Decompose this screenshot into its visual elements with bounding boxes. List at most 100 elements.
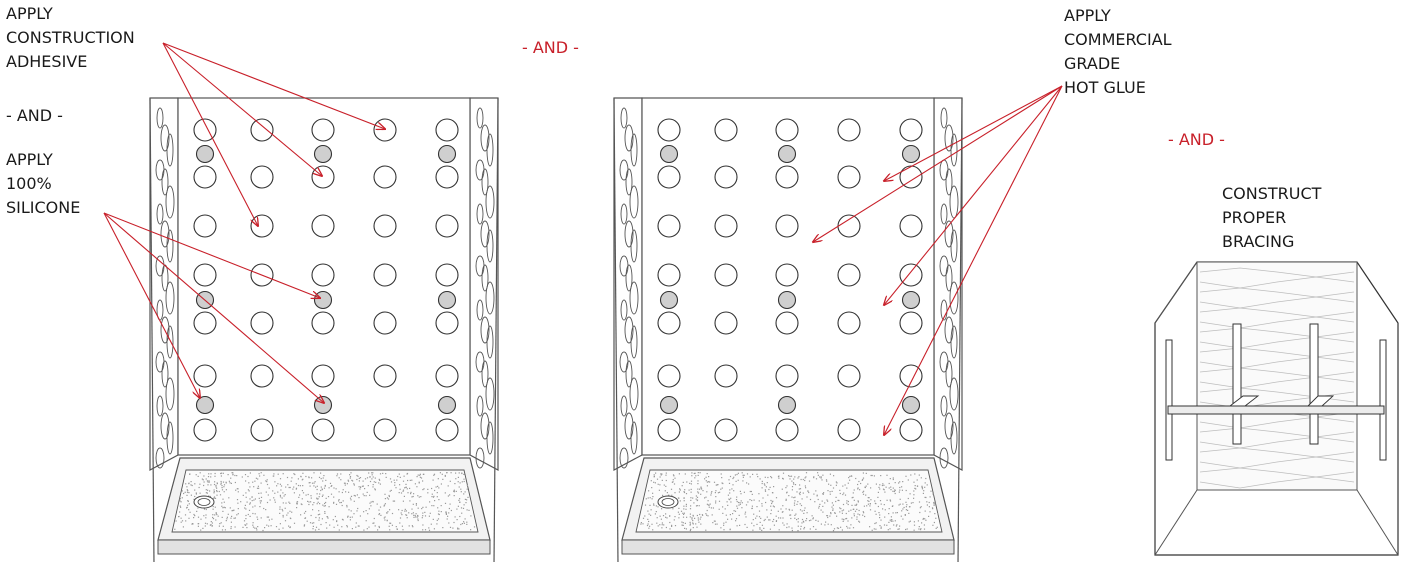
wall-dot	[250, 364, 274, 388]
brace-block	[1306, 395, 1335, 407]
wall-dot	[435, 311, 459, 335]
side-stud	[1379, 339, 1387, 461]
adhesive-dot	[659, 144, 679, 164]
wall-texture-oval	[950, 421, 958, 455]
wall-texture-oval	[624, 316, 634, 344]
wall-texture-oval	[480, 124, 490, 152]
wall-dot	[373, 214, 397, 238]
callout-arrow	[103, 212, 320, 298]
wall-texture-oval	[166, 229, 174, 263]
wall-texture-oval	[166, 325, 174, 359]
wall-dot	[250, 165, 274, 189]
callout-arrow	[162, 42, 322, 176]
wall-texture-oval	[944, 220, 954, 248]
shower-enclosure-adhesive	[149, 97, 499, 562]
wall-dot	[775, 311, 799, 335]
wall-texture-oval	[624, 412, 634, 440]
wall-dot	[311, 311, 335, 335]
wall-texture-oval	[155, 447, 165, 469]
wall-texture-oval	[945, 168, 953, 196]
wall-dot	[311, 418, 335, 442]
label-line: CONSTRUCTION	[6, 28, 135, 47]
adhesive-dot	[437, 290, 457, 310]
wall-texture-oval	[165, 185, 175, 219]
wall-dot	[899, 118, 923, 142]
wall-texture-oval	[486, 325, 494, 359]
adhesive-dot	[659, 290, 679, 310]
wall-dot	[435, 165, 459, 189]
wall-texture-oval	[949, 377, 959, 411]
bracing-label: CONSTRUCT PROPER BRACING	[1222, 182, 1321, 254]
wall-texture-oval	[944, 124, 954, 152]
wall-texture-oval	[161, 360, 169, 388]
left-edge-line	[613, 97, 619, 562]
wall-dot	[657, 214, 681, 238]
label-line: HOT GLUE	[1064, 78, 1146, 97]
wall-dot	[250, 118, 274, 142]
wall-texture-oval	[940, 299, 948, 321]
callout-arrow	[884, 85, 1063, 435]
and-label-center: - AND -	[522, 38, 579, 58]
wall-texture-oval	[485, 281, 495, 315]
wall-dot	[311, 165, 335, 189]
wall-texture-oval	[476, 203, 484, 225]
wall-dot	[837, 263, 861, 287]
drain-inner	[197, 498, 211, 506]
adhesive-dot	[777, 290, 797, 310]
vertical-stud	[1232, 323, 1242, 445]
callout-arrow	[884, 85, 1063, 305]
wall-texture-oval	[475, 447, 485, 469]
and-text: - AND -	[522, 38, 579, 57]
frame-back-wall	[1196, 261, 1358, 491]
wall-texture-oval	[165, 281, 175, 315]
wall-texture-oval	[629, 185, 639, 219]
callout-arrow	[103, 212, 324, 403]
adhesive-dot	[195, 395, 215, 415]
wall-dot	[775, 263, 799, 287]
wall-dot	[837, 165, 861, 189]
wall-dot	[775, 118, 799, 142]
wall-dot	[435, 263, 459, 287]
wall-texture-oval	[160, 124, 170, 152]
wall-texture-oval	[160, 220, 170, 248]
hot-glue-label: APPLY COMMERCIAL GRADE HOT GLUE	[1064, 4, 1172, 100]
side-stud	[1165, 339, 1173, 461]
drain	[193, 495, 215, 509]
shower-pan-floor	[635, 469, 943, 533]
wall-texture-oval	[165, 377, 175, 411]
adhesive-dot	[437, 395, 457, 415]
wall-dot	[714, 418, 738, 442]
wall-texture-oval	[486, 133, 494, 167]
shower-pan-floor	[171, 469, 479, 533]
wall-dot	[657, 418, 681, 442]
left-side-panel	[613, 97, 643, 472]
and-text: - AND -	[6, 106, 63, 125]
wall-texture-oval	[940, 203, 948, 225]
wall-texture-oval	[476, 107, 484, 129]
adhesive-dot	[901, 144, 921, 164]
wall-dot	[837, 118, 861, 142]
wall-dot	[899, 214, 923, 238]
wall-texture-oval	[166, 421, 174, 455]
wall-texture-oval	[629, 281, 639, 315]
wall-dot	[311, 364, 335, 388]
wall-texture-oval	[481, 168, 489, 196]
label-line: SILICONE	[6, 198, 81, 217]
wall-texture-oval	[476, 395, 484, 417]
wall-dot	[899, 364, 923, 388]
vertical-stud	[1309, 323, 1319, 445]
wall-texture-oval	[486, 229, 494, 263]
wall-dot	[714, 311, 738, 335]
adhesive-dot	[437, 144, 457, 164]
wall-dot	[193, 311, 217, 335]
wall-texture-oval	[940, 107, 948, 129]
wall-dot	[657, 165, 681, 189]
wall-texture-oval	[160, 316, 170, 344]
wall-dot	[373, 165, 397, 189]
wall-dot	[775, 364, 799, 388]
wall-texture-oval	[625, 168, 633, 196]
label-line: COMMERCIAL	[1064, 30, 1172, 49]
drain-inner	[661, 498, 675, 506]
wall-texture-oval	[486, 421, 494, 455]
wall-texture-oval	[625, 264, 633, 292]
